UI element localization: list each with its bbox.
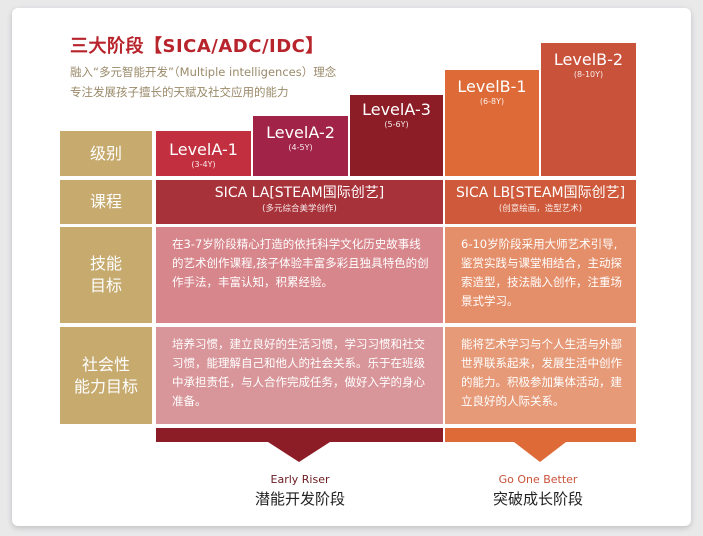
- row-label-social: 社会性 能力目标: [60, 327, 152, 424]
- row-label-social-line2: 能力目标: [73, 376, 138, 396]
- stage-b-english: Go One Better: [498, 473, 578, 486]
- row-label-course: 课程: [60, 180, 152, 224]
- row-label-skill-line1: 技能: [89, 254, 122, 274]
- course-la: SICA LA[STEAM国际创艺] (多元综合美学创作): [156, 180, 443, 224]
- level-a2-block: LevelA-2 (4-5Y): [253, 116, 348, 176]
- level-b1-block: LevelB-1 (6-8Y): [445, 70, 539, 176]
- course-la-title: SICA LA[STEAM国际创艺]: [214, 185, 385, 201]
- skill-la: 在3-7岁阶段精心打造的依托科学文化历史故事线的艺术创作课程,孩子体验丰富多彩且…: [156, 227, 443, 323]
- stage-a-arrow: [156, 428, 443, 462]
- stage-a-english: Early Riser: [270, 473, 330, 486]
- social-lb: 能将艺术学习与个人生活与外部世界联系起来，发展生活中创作的能力。积极参加集体活动…: [445, 327, 636, 424]
- row-label-level: 级别: [60, 131, 152, 176]
- stage-b-chinese: 突破成长阶段: [492, 490, 583, 508]
- stage-arrows: [156, 428, 636, 462]
- row-label-level-text: 级别: [89, 143, 122, 163]
- level-a1-name: LevelA-1: [169, 140, 238, 159]
- level-a3-age: (5-6Y): [384, 119, 409, 129]
- course-la-subtitle: (多元综合美学创作): [262, 203, 337, 214]
- level-a3-name: LevelA-3: [362, 100, 431, 119]
- level-a3-block: LevelA-3 (5-6Y): [350, 95, 443, 176]
- subtitle-line-1: 融入“多元智能开发”（Multiple intelligences）理念: [70, 65, 337, 79]
- level-a1-age: (3-4Y): [191, 159, 216, 169]
- level-b2-age: (8-10Y): [573, 69, 604, 79]
- row-label-skill: 技能 目标: [60, 227, 152, 323]
- level-b1-age: (6-8Y): [479, 96, 505, 106]
- course-lb-title: SICA LB[STEAM国际创艺]: [455, 185, 626, 201]
- level-a1-block: LevelA-1 (3-4Y): [156, 131, 251, 176]
- level-a2-name: LevelA-2: [266, 123, 335, 142]
- row-label-social-line1: 社会性: [81, 354, 130, 374]
- course-lb-subtitle: (创意绘画，造型艺术): [498, 203, 583, 214]
- row-label-skill-line2: 目标: [89, 276, 122, 295]
- course-lb: SICA LB[STEAM国际创艺] (创意绘画，造型艺术): [445, 180, 636, 224]
- page-title: 三大阶段【SICA/ADC/IDC】: [70, 36, 324, 57]
- subtitle-line-2: 专注发展孩子擅长的天赋及社交应用的能力: [70, 85, 289, 99]
- level-b1-name: LevelB-1: [457, 77, 527, 96]
- level-b2-block: LevelB-2 (8-10Y): [541, 43, 636, 176]
- level-a2-age: (4-5Y): [288, 142, 313, 152]
- social-la: 培养习惯，建立良好的生活习惯，学习习惯和社交习惯，能理解自己和他人的社会关系。乐…: [156, 327, 443, 424]
- level-b2-name: LevelB-2: [553, 50, 624, 69]
- stage-a-chinese: 潜能开发阶段: [254, 490, 345, 508]
- stage-b-arrow: [445, 428, 636, 462]
- skill-lb: 6-10岁阶段采用大师艺术引导,鉴赏实践与课堂相结合，主动探索造型，技法融入创作…: [445, 227, 636, 323]
- row-label-course-text: 课程: [89, 192, 122, 212]
